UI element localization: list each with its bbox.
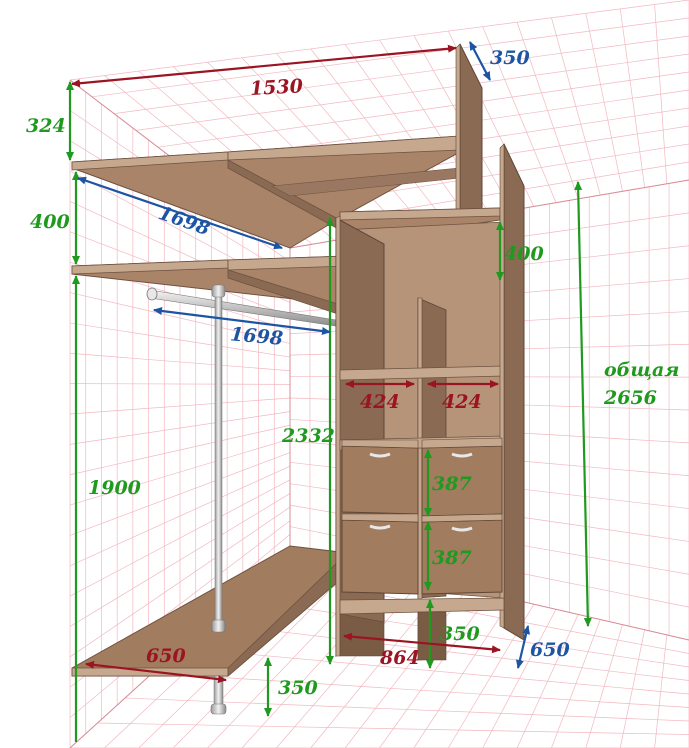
grid-line bbox=[135, 53, 689, 131]
label-400-left: 400 bbox=[30, 211, 70, 233]
dimension-lines bbox=[66, 41, 592, 742]
dim-line-864 bbox=[343, 632, 501, 654]
grid-line bbox=[69, 438, 291, 506]
label-350-inner: 350 bbox=[440, 623, 480, 645]
label-387-b: 387 bbox=[432, 547, 472, 569]
label-1698-rod: 1698 bbox=[229, 323, 284, 350]
dim-line-350-top bbox=[469, 41, 491, 81]
grid-line bbox=[69, 397, 291, 415]
label-total-value: 2656 bbox=[603, 387, 657, 409]
label-1900: 1900 bbox=[88, 477, 141, 499]
label-424-b: 424 bbox=[442, 391, 482, 413]
label-2332: 2332 bbox=[281, 425, 335, 447]
drawer-bottom-left bbox=[341, 513, 419, 595]
label-350-top: 350 bbox=[490, 47, 530, 69]
grid-line bbox=[234, 597, 689, 668]
dim-line-650-right bbox=[515, 625, 531, 669]
drawer-top-left bbox=[341, 439, 419, 515]
grid-line bbox=[69, 411, 291, 445]
dim-line-1698-rod bbox=[153, 307, 331, 335]
grid-line bbox=[69, 424, 291, 476]
grid-line bbox=[157, 71, 689, 148]
label-350-leg: 350 bbox=[278, 677, 318, 699]
label-650-bottom: 650 bbox=[146, 645, 186, 667]
dim-line-1698-top bbox=[77, 176, 283, 250]
floor-board bbox=[71, 545, 341, 677]
label-650-right: 650 bbox=[530, 639, 570, 661]
label-424-a: 424 bbox=[360, 391, 400, 413]
label-387-a: 387 bbox=[432, 473, 472, 495]
grid-line bbox=[69, 322, 291, 358]
dim-line-2656 bbox=[574, 181, 592, 627]
grid-line bbox=[69, 479, 291, 597]
support-pole bbox=[210, 284, 227, 715]
dim-line-1530 bbox=[71, 44, 457, 88]
label-400-right: 400 bbox=[504, 243, 544, 265]
label-864: 864 bbox=[379, 647, 420, 669]
drawer-top-right bbox=[421, 437, 503, 517]
drawers bbox=[341, 437, 503, 595]
grid-line bbox=[69, 452, 291, 536]
grid-line bbox=[69, 0, 689, 81]
grid-line bbox=[69, 493, 291, 627]
grid-line bbox=[69, 465, 291, 567]
grid-line bbox=[152, 672, 689, 708]
grid-line bbox=[113, 35, 689, 114]
label-1530: 1530 bbox=[249, 75, 303, 100]
label-total-word: общая bbox=[604, 359, 679, 381]
label-324: 324 bbox=[26, 115, 66, 137]
grid-line bbox=[179, 647, 689, 695]
grid-line bbox=[69, 352, 291, 372]
grid-line bbox=[69, 506, 291, 658]
dim-line-650-bottom bbox=[85, 660, 227, 684]
drawer-bottom-right bbox=[421, 513, 503, 595]
grid-line bbox=[124, 697, 689, 722]
grid-line bbox=[69, 383, 291, 385]
grid-line bbox=[97, 722, 689, 735]
